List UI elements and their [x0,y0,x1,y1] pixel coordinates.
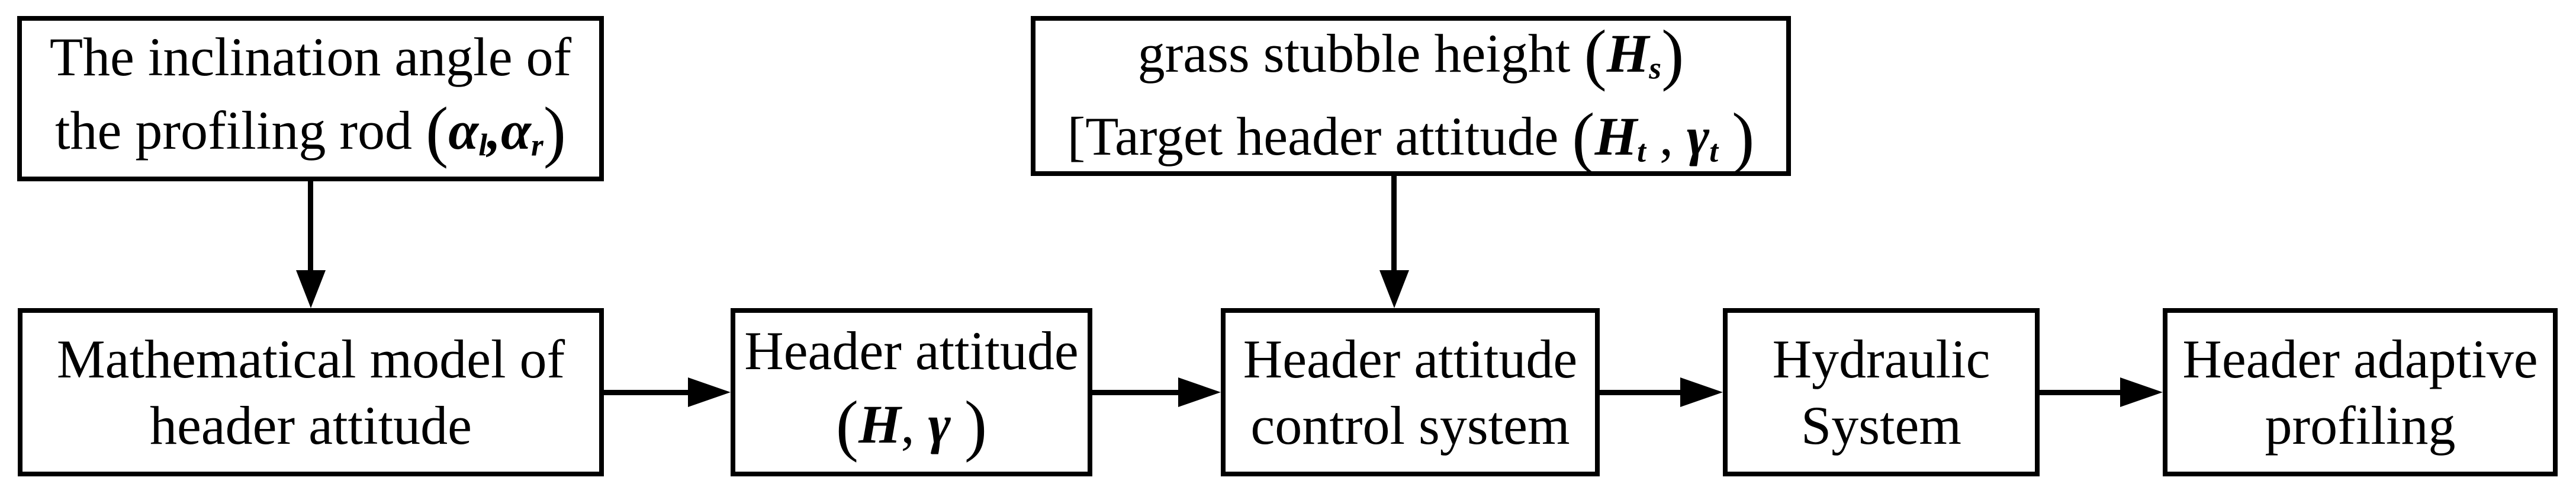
arrow-shaft [604,390,690,395]
text-segment: ( [1572,100,1595,175]
text-segment: profiling [2265,395,2456,456]
text-segment: , [901,393,928,454]
arrowhead-right-icon [688,377,731,407]
text-segment: , [487,100,501,161]
box-text-line: control system [1250,392,1570,459]
text-segment: H [1594,105,1638,166]
box-hydraulic-system: Hydraulic System [1723,308,2040,476]
text-segment [1718,106,1732,166]
text-segment: r [530,127,543,164]
text-segment: The inclination angle of [49,27,572,88]
box-text-line: header attitude [150,392,472,459]
arrow-shaft [2040,390,2122,395]
text-segment: l [478,127,488,164]
text-segment: ) [543,94,566,169]
text-segment: t [1709,133,1719,169]
text-segment: Header adaptive [2182,328,2538,389]
arrowhead-right-icon [1680,377,1723,407]
text-segment: the profiling rod [55,100,426,161]
box-text-line: Header adaptive [2182,326,2538,392]
text-segment: ) [1661,16,1684,92]
text-segment: α [448,100,479,161]
text-segment: Header attitude [744,320,1079,381]
box-text-line: The inclination angle of [50,24,571,90]
text-segment: ) [1732,100,1755,175]
text-segment: t [1637,133,1646,169]
box-header-attitude-control-system: Header attitude control system [1221,308,1600,476]
text-segment: header attitude [149,395,472,456]
text-segment: γ [928,393,951,454]
box-inclination-angle: The inclination angle of the profiling r… [17,16,604,181]
text-segment [951,394,964,454]
text-segment: α [501,100,531,161]
box-header-adaptive-profiling: Header adaptive profiling [2163,308,2558,476]
box-text-line: Header attitude [1243,326,1578,392]
arrowhead-right-icon [1178,377,1221,407]
box-text-line: grass stubble height (Hs) [1138,13,1684,96]
text-segment: ( [1584,16,1607,92]
box-text-line: [Target header attitude (Ht , γt ) [1067,96,1755,179]
box-text-line: Mathematical model of [57,326,565,392]
box-text-line: System [1801,392,1961,459]
text-segment: γ [1686,105,1710,166]
box-text-line: (H, γ ) [836,384,987,467]
box-stubble-height-target-attitude: grass stubble height (Hs) [Target header… [1031,16,1791,176]
arrowhead-right-icon [2120,377,2163,407]
arrow-shaft [1092,390,1181,395]
text-segment: , [1645,105,1687,166]
text-segment: ) [964,387,988,463]
box-text-line: Hydraulic [1773,326,1990,392]
text-segment: Hydraulic [1772,328,1990,389]
arrow-shaft [308,179,313,273]
box-header-attitude: Header attitude (H, γ ) [731,308,1092,476]
text-segment: [Target header attitude [1067,105,1572,166]
text-segment: H [858,393,901,454]
text-segment: ( [426,94,449,169]
text-segment: System [1801,395,1961,456]
text-segment: grass stubble height [1137,23,1584,84]
arrow-shaft [1391,174,1397,271]
text-segment: ( [835,387,859,463]
text-segment: control system [1250,395,1570,456]
text-segment: s [1649,50,1662,86]
arrowhead-down-icon [296,270,326,308]
box-text-line: the profiling rod (αl,αr) [55,90,566,173]
arrow-shaft [1600,390,1683,395]
text-segment: Header attitude [1243,328,1578,389]
box-text-line: Header attitude [744,318,1079,384]
text-segment: H [1606,23,1649,84]
text-segment: Mathematical model of [56,328,565,389]
box-text-line: profiling [2265,392,2456,459]
box-mathematical-model: Mathematical model of header attitude [18,308,604,476]
arrowhead-down-icon [1379,270,1409,308]
